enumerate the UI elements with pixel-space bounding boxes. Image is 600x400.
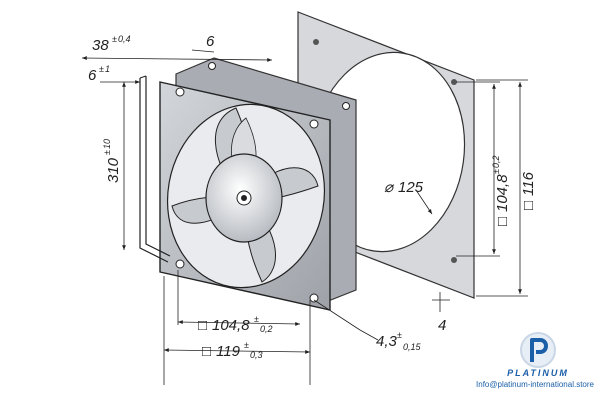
svg-text:±: ± [99, 64, 104, 74]
dim-hole-spacing-bottom: □ 104,8 ± 0,2 [198, 314, 273, 334]
svg-text:6: 6 [206, 33, 215, 50]
svg-text:38: 38 [92, 37, 109, 54]
svg-text:±: ± [102, 150, 112, 155]
svg-text:±: ± [397, 330, 402, 340]
svg-text:0,15: 0,15 [403, 342, 422, 352]
svg-text:1: 1 [105, 64, 110, 74]
dim-flange: 6 [206, 33, 215, 50]
dim-width-bottom: □ 119 ± 0,3 [202, 340, 263, 360]
contact-email: Info@platinum-international.store [476, 380, 594, 389]
dim-cable-offset: 6 ± 1 [88, 64, 110, 84]
platinum-logo: PLATINUM Info@platinum-international.sto… [476, 330, 594, 392]
svg-text:125: 125 [398, 179, 424, 196]
dim-hole-diameter: 4,3 ± 0,15 [376, 330, 422, 352]
svg-text:10: 10 [102, 139, 112, 149]
dim-gasket-diameter: ⌀ 125 [384, 179, 424, 196]
svg-text:0,3: 0,3 [250, 350, 263, 360]
dim-hole-spacing-right: □ 104,8 ± 0,2 [491, 155, 511, 226]
svg-text:119: 119 [216, 343, 241, 360]
svg-text:0,2: 0,2 [260, 324, 273, 334]
svg-text:104,8: 104,8 [212, 317, 250, 334]
dim-cable-length: 310 ± 10 [102, 139, 122, 183]
dim-width-right: □ 116 [520, 171, 537, 210]
svg-text:□: □ [198, 317, 207, 334]
svg-text:4,3: 4,3 [376, 333, 398, 350]
svg-text:±: ± [254, 314, 259, 324]
svg-text:104,8: 104,8 [494, 174, 511, 212]
svg-text:0,4: 0,4 [118, 34, 131, 44]
svg-text:±: ± [244, 340, 249, 350]
svg-text:0,2: 0,2 [491, 155, 501, 168]
svg-text:□: □ [494, 217, 511, 226]
svg-text:±: ± [112, 34, 117, 44]
svg-text:4: 4 [438, 317, 446, 334]
platinum-p-logo-icon [520, 332, 556, 368]
dim-depth: 38 ± 0,4 [92, 34, 131, 54]
fan-cable [139, 75, 171, 263]
dim-gasket-thickness: 4 [438, 317, 446, 334]
svg-text:310: 310 [105, 157, 122, 183]
svg-text:□: □ [202, 343, 211, 360]
fan-impeller [171, 107, 319, 283]
svg-text:116: 116 [520, 171, 537, 196]
svg-text:⌀: ⌀ [384, 179, 395, 196]
dimension-lines [81, 49, 528, 385]
svg-text:□: □ [520, 201, 537, 210]
brand-name: PLATINUM [507, 368, 569, 378]
svg-text:6: 6 [88, 67, 97, 84]
svg-text:±: ± [491, 169, 501, 174]
